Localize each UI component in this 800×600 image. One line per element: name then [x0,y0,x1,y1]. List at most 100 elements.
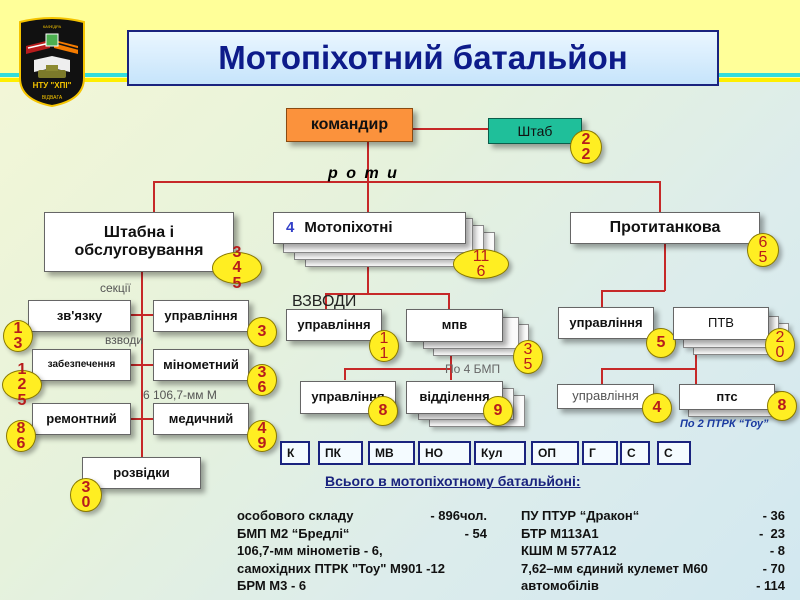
companies-label: р о т и [328,165,399,182]
platoon-command-antitank-count: 4 [652,399,662,417]
unit-signal-label: зв'язку [56,307,103,323]
medical-count-badge: 49 [247,420,277,452]
summary-item-name: самохідних ПТРК "Тоу" М901 -12 [237,560,445,576]
squad-count-badge: 9 [483,396,513,426]
mpv-count: 35 [523,340,533,373]
unit-code-k[interactable]: К [280,441,310,465]
company-motorized[interactable]: 4 Мотопіхотні [273,212,466,244]
summary-item-value: - 36 [762,508,785,523]
unit-code-no[interactable]: НО [418,441,471,465]
summary-item-value: - 8 [769,543,785,558]
recon-count: 30 [81,478,91,511]
unit-code-label: С [627,446,636,460]
hq-count-badge: 22 [570,130,602,164]
summary-right: ПУ ПТУР “Дракон“- 36 БТР М113А1- 23 КШМ … [521,507,785,595]
summary-left: особового складу- 896чол. БМП М2 “Бредлі… [237,507,487,595]
signal-count-badge: 13 [3,320,33,352]
unit-platoon-command-antitank[interactable]: управління [557,384,654,409]
unit-code-s2[interactable]: С [657,441,691,465]
unit-mpv[interactable]: мпв [406,309,503,342]
platoon-command-motorized-count-badge: 8 [368,396,398,426]
connector-mpv-down [450,345,452,380]
connector-hqservice-trunk [141,262,143,457]
squad-count: 9 [493,402,503,420]
summary-row: 106,7-мм мінометів - 6, [237,542,487,560]
antitank-count: 65 [758,233,768,266]
summary-item-name: БТР М113А1 [521,525,599,541]
connector-antitank-left [601,290,603,308]
unit-supply[interactable]: забезпечення [32,349,131,381]
unit-code-label: НО [425,446,443,460]
command-antitank-count-badge: 5 [646,328,676,358]
unit-pts[interactable]: птс [679,384,775,410]
emblem-dept-text: КАФЕДРА [43,24,62,29]
summary-row: ПУ ПТУР “Дракон“- 36 [521,507,785,525]
unit-ptv[interactable]: ПТВ [673,307,769,340]
platoon-command-antitank-count-badge: 4 [642,393,672,423]
unit-platoon-command-motorized-label: управління [311,389,385,405]
unit-code-mv[interactable]: МВ [368,441,415,465]
summary-row: БМП М2 “Бредлі“- 54 [237,525,487,543]
summary-item-name: КШМ М 577А12 [521,543,617,558]
unit-mortar[interactable]: мінометний [153,349,249,381]
unit-signal[interactable]: зв'язку [28,300,131,332]
summary-item-name: особового складу [237,508,354,523]
page-title-text: Мотопіхотний батальйон [218,39,628,76]
command-motorized-count-badge: 11 [369,330,399,362]
pts-count: 8 [777,397,787,415]
summary-item-name: БРМ М3 - 6 [237,578,307,593]
company-hq-service-label: Штабна і обслуговування [74,223,204,259]
mortar-note: 6 106,7-мм М [143,388,217,402]
connector-motorized-bar [325,293,450,295]
unit-code-label: С [664,446,673,460]
command-antitank-count: 5 [656,334,666,352]
unit-code-s1[interactable]: С [620,441,650,465]
unit-repair-label: ремонтний [46,410,117,426]
connector-companies-bar [153,181,661,183]
command-hqservice-count: 3 [257,323,267,341]
unit-recon[interactable]: розвідки [82,457,201,489]
unit-medical[interactable]: медичний [153,403,249,435]
emblem-courage-text: ВІДВАГА [42,95,63,101]
summary-item-value: - 70 [762,560,785,576]
unit-recon-label: розвідки [113,464,170,480]
connector-antitank-trunk [664,244,666,291]
unit-code-g[interactable]: Г [582,441,618,465]
company-motorized-label: Мотопіхотні [304,219,393,237]
commander-label: командир [310,115,389,133]
hq-box[interactable]: Штаб [488,118,582,144]
medical-count: 49 [257,419,267,452]
unit-command-motorized[interactable]: управління [286,309,382,341]
command-motorized-count: 11 [379,329,389,362]
motorized-count: 116 [472,247,490,280]
unit-code-pk[interactable]: ПК [318,441,363,465]
tow-note: По 2 ПТРК “Тоу” [680,418,769,430]
page-title: Мотопіхотний батальйон [127,30,719,86]
connector-repair [130,418,154,420]
company-antitank-label: Протитанкова [609,218,721,236]
summary-heading: Всього в мотопіхотному батальйоні: [325,473,581,489]
commander-box[interactable]: командир [286,108,413,142]
unit-code-op[interactable]: ОП [531,441,579,465]
ptv-count: 20 [775,328,785,361]
unit-code-label: ОП [538,446,556,460]
summary-row: БРМ М3 - 6 [237,577,487,595]
unit-repair[interactable]: ремонтний [32,403,131,435]
company-antitank[interactable]: Протитанкова [570,212,760,244]
summary-item-name: автомобілів [521,578,599,593]
unit-command-antitank[interactable]: управління [558,307,654,339]
repair-count: 86 [16,419,26,452]
summary-row: БТР М113А1- 23 [521,525,785,543]
summary-row: самохідних ПТРК "Тоу" М901 -12 [237,560,487,578]
supply-count: 125 [17,361,27,409]
ptv-count-badge: 20 [765,328,795,362]
mortar-count-badge: 36 [247,364,277,396]
connector-ptv-bar [601,368,697,370]
company-hq-service[interactable]: Штабна і обслуговування [44,212,234,272]
hq-service-count: 345 [232,244,242,292]
unit-command-hqservice[interactable]: управління [153,300,249,332]
unit-code-label: К [287,446,295,460]
unit-code-kul[interactable]: Кул [474,441,526,465]
unit-mpv-label: мпв [441,317,468,333]
motorized-count-prefix: 4 [286,219,295,237]
